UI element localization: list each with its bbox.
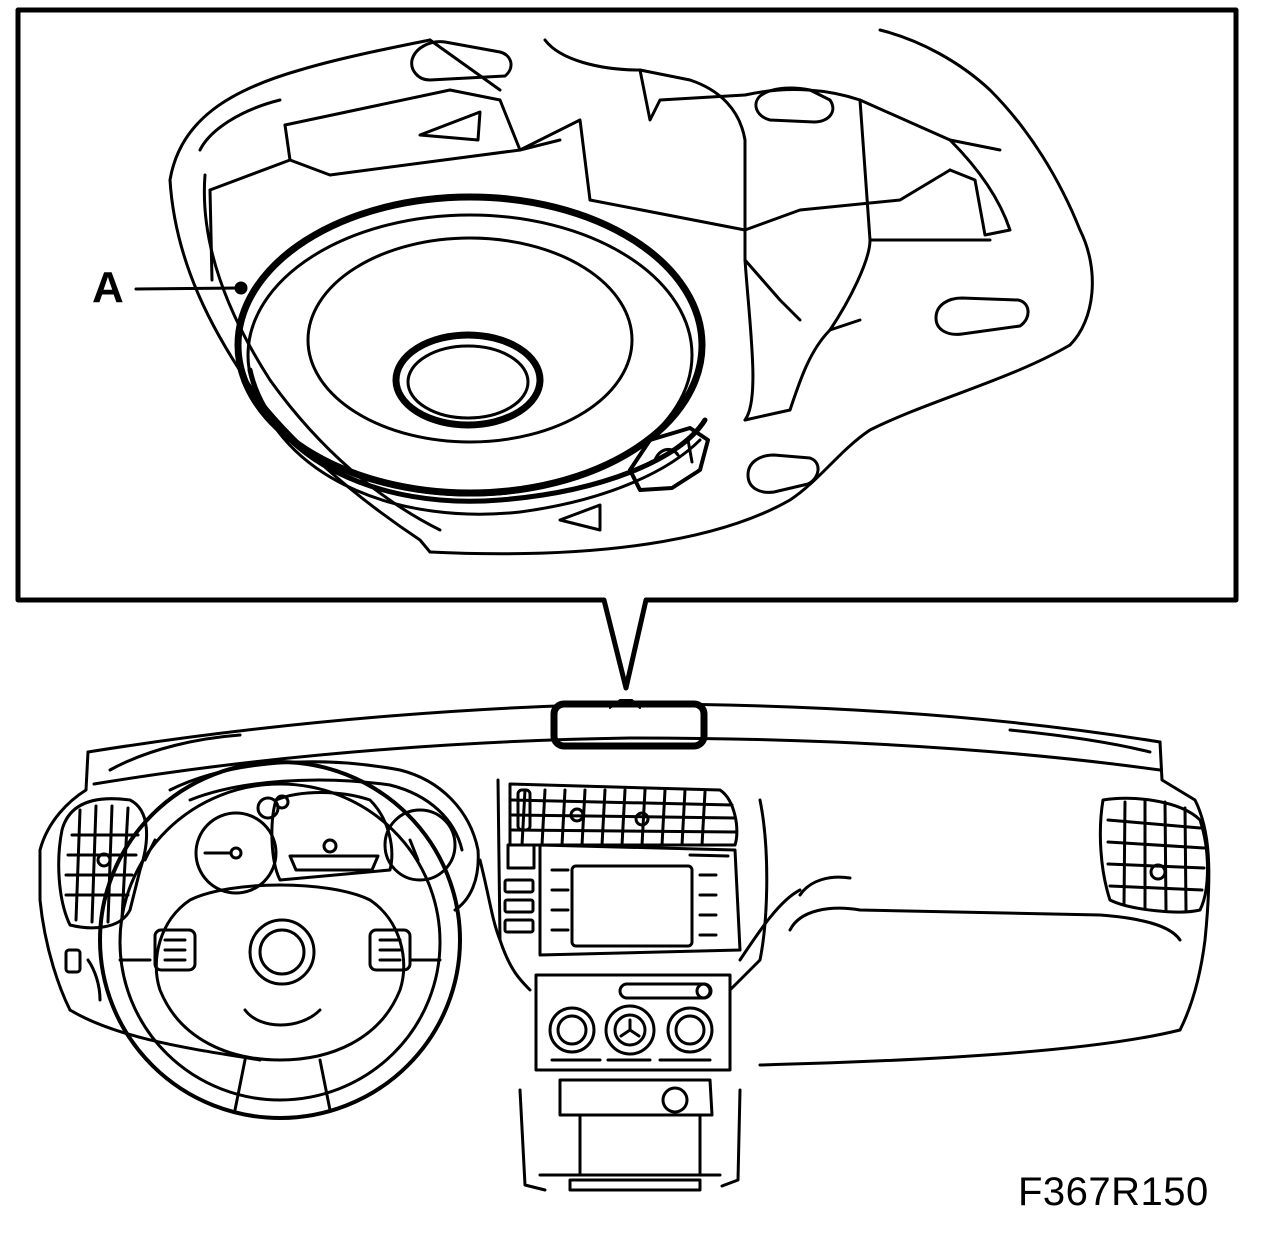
speaker [238, 197, 708, 514]
steering-wheel [100, 762, 460, 1118]
dashboard-top-detail [170, 30, 1092, 554]
inset-frame [18, 10, 1236, 688]
figure-code: F367R150 [1018, 1170, 1209, 1214]
speaker-connector [630, 428, 708, 490]
dashboard-overview [40, 700, 1209, 1190]
callout-dot [235, 282, 247, 294]
speaker-cone [308, 238, 632, 442]
callout-label-a: A [92, 263, 124, 312]
speaker-dust-cap [396, 335, 540, 425]
callout-leader [136, 288, 240, 289]
detail-inset [18, 10, 1236, 688]
defroster-speaker-marker [554, 704, 704, 746]
speaker-outer-rim [238, 197, 702, 493]
